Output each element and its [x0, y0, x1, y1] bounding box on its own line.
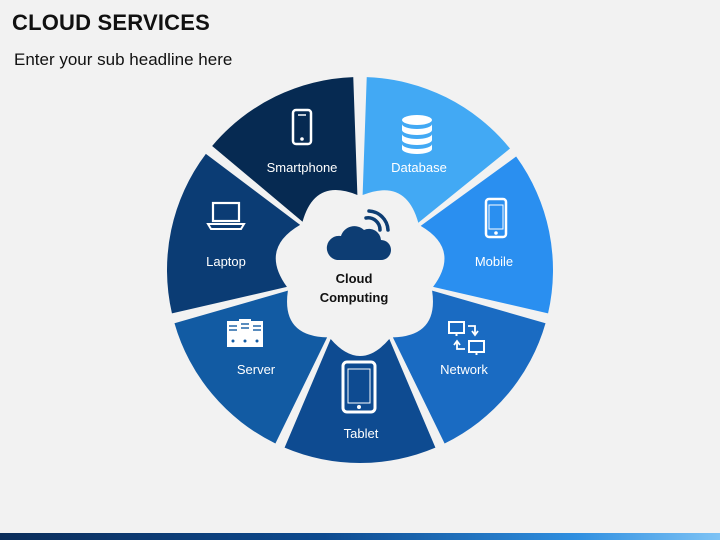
center-hub: Cloud Computing	[320, 209, 391, 305]
laptop-icon	[206, 201, 246, 230]
smartphone-icon	[291, 108, 313, 146]
segment-mobile: Mobile	[420, 156, 554, 314]
segment-smartphone: Smartphone	[212, 77, 358, 222]
database-icon	[402, 115, 432, 154]
bottom-accent-bar	[0, 533, 720, 540]
tablet-icon	[341, 360, 377, 414]
center-label-line2: Computing	[320, 290, 389, 305]
segment-network: Network	[392, 290, 546, 444]
segment-label: Mobile	[475, 254, 513, 269]
segment-database: Database	[362, 77, 510, 223]
segment-label: Smartphone	[267, 160, 338, 175]
segment-shape	[284, 339, 436, 463]
segment-label: Laptop	[206, 254, 246, 269]
segment-shape	[362, 77, 510, 223]
segment-shape	[166, 153, 301, 314]
segment-shape	[174, 290, 328, 444]
network-icon	[448, 321, 485, 355]
page-title: CLOUD SERVICES	[12, 10, 210, 35]
segment-label: Database	[391, 160, 447, 175]
center-label-line1: Cloud	[336, 271, 373, 286]
cloud-wifi-icon	[326, 209, 391, 260]
segment-label: Server	[237, 362, 276, 377]
segment-shape	[212, 77, 358, 222]
segment-laptop: Laptop	[166, 153, 301, 314]
segment-shape	[392, 290, 546, 444]
segment-label: Network	[440, 362, 488, 377]
segment-label: Tablet	[344, 426, 379, 441]
server-icon	[227, 319, 263, 347]
mobile-icon	[484, 197, 508, 239]
page-subtitle: Enter your sub headline here	[14, 50, 233, 69]
segment-server: Server	[174, 290, 328, 444]
segment-tablet: Tablet	[284, 339, 436, 463]
